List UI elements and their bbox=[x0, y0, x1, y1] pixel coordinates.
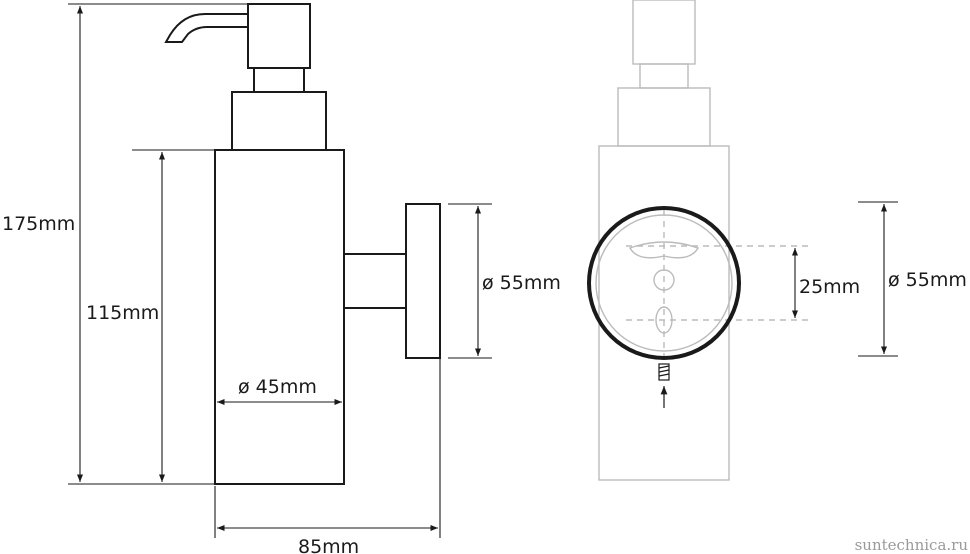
label-hole-spacing: 25mm bbox=[799, 276, 860, 298]
front-body bbox=[598, 145, 730, 481]
bottle-body bbox=[214, 149, 345, 485]
pump-neck bbox=[253, 67, 305, 93]
front-dimension-lines bbox=[791, 201, 898, 357]
front-view bbox=[595, 0, 812, 481]
front-pump-neck bbox=[639, 63, 689, 89]
wall-arm bbox=[343, 253, 407, 309]
front-flange-outline bbox=[587, 206, 741, 360]
front-collar bbox=[617, 87, 711, 147]
watermark-text: suntechnica.ru bbox=[855, 536, 969, 554]
label-total-height: 175mm bbox=[2, 213, 75, 235]
front-pump-head bbox=[632, 0, 696, 65]
pump-spout bbox=[164, 13, 248, 43]
keyhole-slot bbox=[628, 241, 700, 259]
label-body-height: 115mm bbox=[86, 302, 159, 324]
label-depth: 85mm bbox=[298, 536, 359, 554]
bottle-collar bbox=[231, 91, 327, 151]
set-screw bbox=[658, 363, 670, 408]
pump-head bbox=[247, 3, 311, 69]
label-flange-diameter-side: ø 55mm bbox=[482, 272, 561, 294]
label-body-diameter: ø 45mm bbox=[238, 376, 317, 398]
wall-flange bbox=[405, 203, 441, 359]
label-flange-diameter-front: ø 55mm bbox=[888, 269, 967, 291]
side-dimension-lines bbox=[68, 3, 492, 538]
side-view bbox=[164, 3, 441, 485]
